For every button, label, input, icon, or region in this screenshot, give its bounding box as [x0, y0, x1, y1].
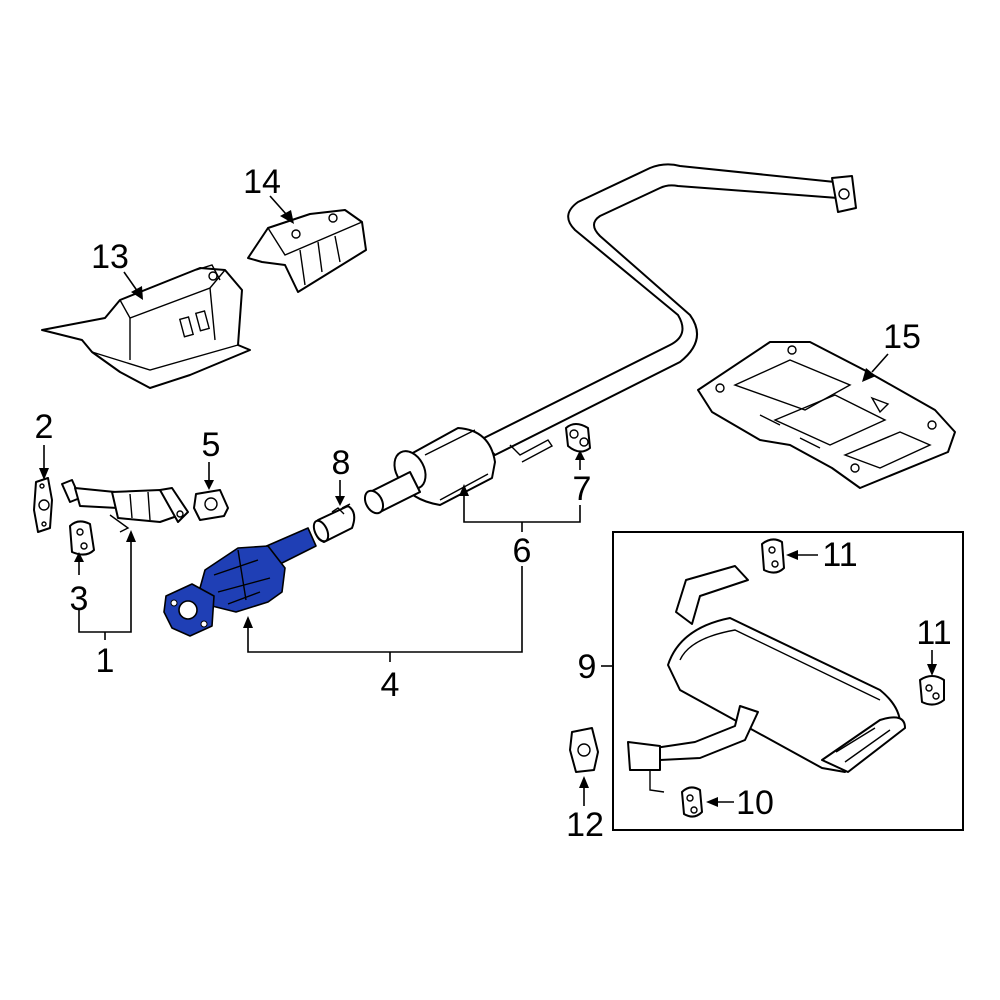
- hanger-11-right[interactable]: [919, 675, 945, 706]
- front-pipe-converter-4[interactable]: [163, 527, 317, 637]
- callout-5: 5: [202, 426, 221, 464]
- underbody-shield-15[interactable]: [697, 341, 956, 489]
- callout-11-top: 11: [822, 536, 857, 574]
- callout-12: 12: [566, 806, 604, 844]
- callout-11-right: 11: [916, 614, 951, 652]
- gasket-12[interactable]: [569, 727, 599, 773]
- gasket-2[interactable]: [33, 477, 53, 533]
- callout-2: 2: [35, 408, 54, 446]
- callout-15: 15: [883, 318, 921, 356]
- hanger-7[interactable]: [565, 423, 591, 453]
- muffler-9[interactable]: [627, 565, 906, 793]
- callout-9: 9: [578, 648, 597, 686]
- front-exhaust-pipe-1[interactable]: [61, 479, 189, 533]
- callout-6: 6: [513, 532, 532, 570]
- gasket-5[interactable]: [193, 489, 229, 521]
- callout-7: 7: [573, 470, 592, 508]
- callout-13: 13: [91, 238, 129, 276]
- heat-shield-14[interactable]: [247, 209, 367, 293]
- callout-8: 8: [332, 444, 351, 482]
- heat-shield-13[interactable]: [41, 264, 251, 389]
- intermediate-pipe-6[interactable]: [361, 163, 857, 516]
- hanger-10[interactable]: [681, 786, 703, 818]
- hanger-3[interactable]: [69, 520, 95, 556]
- muffler-group-box: [612, 531, 964, 831]
- callout-14: 14: [243, 163, 281, 201]
- leader-lines: [39, 195, 937, 807]
- callout-3: 3: [70, 580, 89, 618]
- hanger-11-top[interactable]: [761, 538, 785, 574]
- callout-1: 1: [96, 642, 115, 680]
- callout-10: 10: [736, 784, 774, 822]
- callout-4: 4: [381, 666, 400, 704]
- callout-labels: 2 3 1 5 8 4 6 7 13 14 15 11 11 9 10 12: [35, 163, 952, 844]
- clamp-8[interactable]: [311, 503, 356, 544]
